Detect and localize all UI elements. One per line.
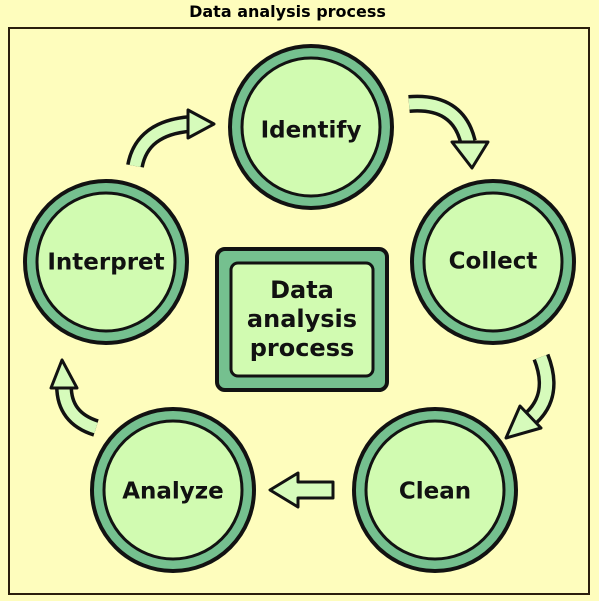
arrow-identify-to-collect — [408, 94, 490, 170]
arrow-analyze-to-interpret — [49, 358, 100, 437]
step-label-clean: Clean — [399, 479, 471, 505]
step-label-analyze: Analyze — [122, 479, 224, 505]
step-label-collect: Collect — [449, 249, 538, 275]
page-title: Data analysis process — [189, 2, 386, 21]
step-node-clean: Clean — [352, 407, 518, 573]
center-label-line-2: analysis — [247, 305, 357, 333]
step-label-interpret: Interpret — [47, 250, 164, 276]
arrow-interpret-to-identify — [126, 108, 216, 169]
step-node-collect: Collect — [410, 179, 576, 345]
step-node-interpret: Interpret — [23, 179, 189, 345]
step-node-analyze: Analyze — [90, 407, 256, 573]
center-label-line-1: Data — [270, 276, 334, 304]
center-box: Data analysis process — [215, 247, 389, 392]
arrow-clean-to-analyze — [268, 471, 335, 509]
step-node-identify: Identify — [228, 44, 394, 210]
diagram-frame — [8, 27, 590, 595]
arrow-collect-to-clean — [504, 353, 556, 440]
center-label-line-3: process — [250, 334, 355, 362]
step-label-identify: Identify — [261, 118, 362, 144]
